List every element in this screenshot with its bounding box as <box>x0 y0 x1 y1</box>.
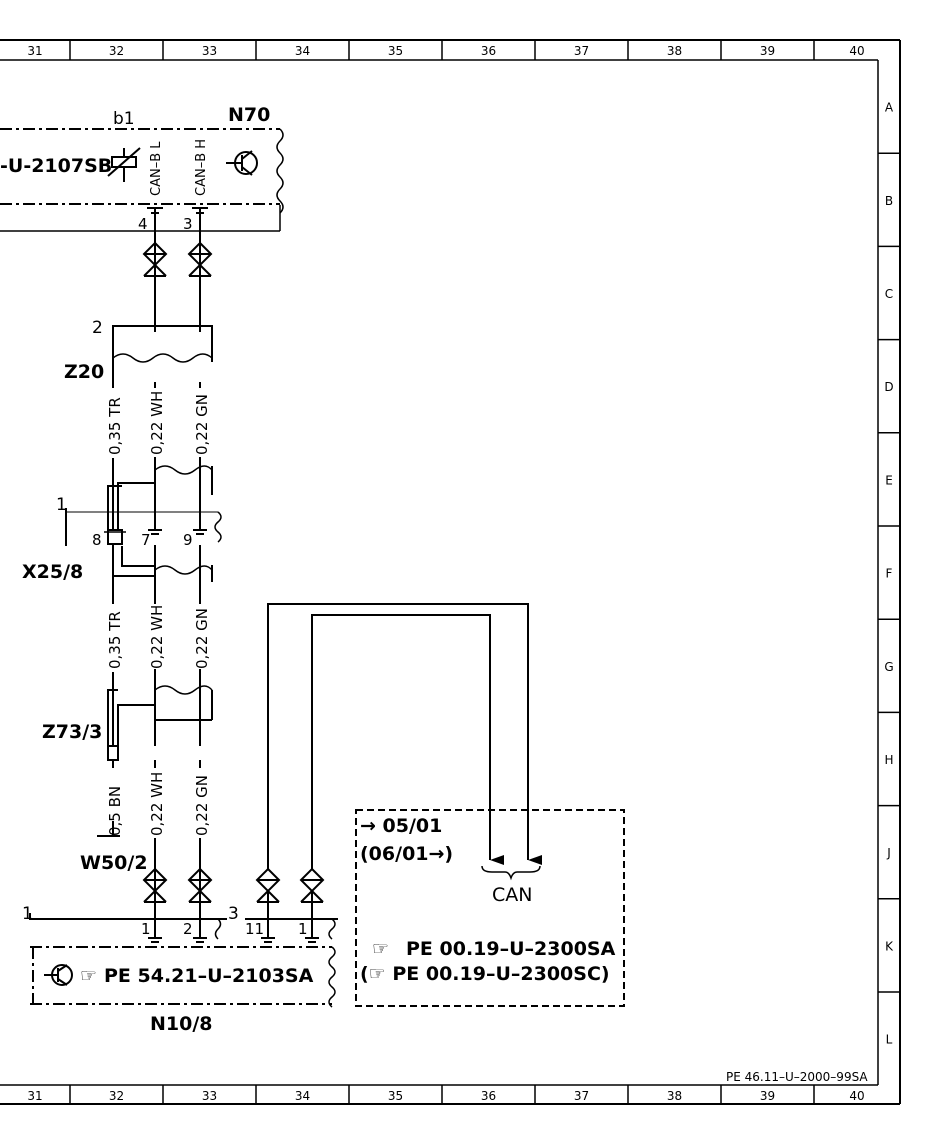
transistor-icon <box>226 150 258 176</box>
transistor-icon <box>44 964 73 986</box>
n10-8-pin-1b: 1 <box>298 920 308 938</box>
column-label-bottom-36: 36 <box>481 1089 496 1103</box>
column-label-bottom-33: 33 <box>202 1089 217 1103</box>
z73-3-splice <box>107 685 213 761</box>
column-label-top-40: 40 <box>849 44 864 58</box>
wire-label-seg3: 0,22 GN <box>193 775 211 836</box>
plug-connector-icon <box>143 264 167 277</box>
can-ref-1: PE 00.19–U–2300SA <box>406 938 616 960</box>
row-label-G: G <box>884 660 893 674</box>
n10-8-number-1: 1 <box>22 904 33 924</box>
column-label-bottom-31: 31 <box>27 1089 42 1103</box>
x25-8-pin-9: 9 <box>183 531 193 549</box>
n10-8-code: N10/8 <box>150 1013 213 1035</box>
column-header-top: 31 32 33 34 35 36 37 38 39 40 <box>27 40 865 60</box>
can-bus-wires <box>267 603 542 938</box>
row-label-F: F <box>886 567 893 581</box>
wire-label-seg3: 0,5 BN <box>106 786 124 836</box>
wire-label-seg2: 0,35 TR <box>106 611 124 669</box>
column-label-top-38: 38 <box>667 44 682 58</box>
row-label-B: B <box>885 194 893 208</box>
row-label-E: E <box>885 473 893 487</box>
n10-8-ref: PE 54.21–U–2103SA <box>104 965 314 987</box>
column-header-bottom: 31 32 33 34 35 36 37 38 39 40 <box>27 1085 865 1104</box>
x25-8-code: X25/8 <box>22 561 83 583</box>
plug-connectors <box>142 241 325 903</box>
can-bus-label: CAN <box>492 884 532 906</box>
z20-number: 2 <box>92 318 103 338</box>
n70-pin-3: 3 <box>183 215 193 233</box>
n70-ref: -U-2107SB <box>0 155 112 177</box>
wire-label-seg1: 0,22 GN <box>193 394 211 455</box>
potentiometer-icon <box>107 147 141 182</box>
n70-pin-name-right: CAN–B H <box>194 139 209 196</box>
n70-sub-b1: b1 <box>113 109 135 129</box>
row-label-H: H <box>884 753 893 767</box>
column-label-top-33: 33 <box>202 44 217 58</box>
column-label-bottom-40: 40 <box>849 1089 864 1103</box>
can-date-until: (06/01→) <box>360 843 453 865</box>
plug-connector-icon <box>188 264 212 277</box>
column-label-bottom-35: 35 <box>388 1089 403 1103</box>
row-label-J: J <box>886 846 891 860</box>
wire-label-seg2: 0,22 GN <box>193 608 211 669</box>
wire-label-seg2: 0,22 WH <box>148 605 166 669</box>
column-label-top-39: 39 <box>760 44 775 58</box>
wire-label-seg1: 0,35 TR <box>106 397 124 455</box>
row-label-L: L <box>886 1033 893 1047</box>
n70-pin-name-left: CAN–B L <box>149 141 164 196</box>
drawing-frame <box>0 39 901 1105</box>
row-labels: A B C D E F G H J K L <box>878 101 900 1047</box>
can-reference-box <box>355 809 625 1007</box>
z20-splice <box>112 325 213 382</box>
column-label-top-36: 36 <box>481 44 496 58</box>
plug-connector-icon <box>255 867 281 893</box>
can-ref-icon: ☞ <box>372 938 389 960</box>
z73-3-code: Z73/3 <box>42 721 102 743</box>
x25-8-number: 1 <box>56 495 67 515</box>
can-date-from: → 05/01 <box>360 815 442 837</box>
column-label-bottom-38: 38 <box>667 1089 682 1103</box>
n70-code: N70 <box>228 104 270 126</box>
column-label-top-32: 32 <box>109 44 124 58</box>
n10-8-unit <box>29 913 338 1008</box>
row-label-K: K <box>885 939 894 953</box>
can-ref-2: (☞ PE 00.19–U–2300SC) <box>360 963 610 985</box>
column-label-bottom-39: 39 <box>760 1089 775 1103</box>
x25-8-connector <box>65 465 222 582</box>
x25-8-pin-7: 7 <box>141 531 151 549</box>
plug-connector-icon <box>143 890 167 903</box>
wire-labels: 0,35 TR 0,22 WH 0,22 GN 0,35 TR 0,22 WH 0,22 … <box>106 391 211 836</box>
column-label-bottom-32: 32 <box>109 1089 124 1103</box>
column-label-top-37: 37 <box>574 44 589 58</box>
document-code: PE 46.11–U–2000–99SA <box>726 1070 868 1084</box>
n10-8-number-3: 3 <box>228 904 239 924</box>
column-label-bottom-34: 34 <box>295 1089 310 1103</box>
column-label-top-34: 34 <box>295 44 310 58</box>
n70-unit <box>0 128 284 232</box>
wire-label-seg3: 0,22 WH <box>148 772 166 836</box>
n70-pin-4: 4 <box>138 215 148 233</box>
row-label-A: A <box>885 101 894 115</box>
column-label-top-31: 31 <box>27 44 42 58</box>
plug-connector-icon <box>299 867 325 893</box>
wire-label-seg1: 0,22 WH <box>148 391 166 455</box>
column-label-bottom-37: 37 <box>574 1089 589 1103</box>
x25-8-pin-8: 8 <box>92 531 102 549</box>
n10-8-pin-1: 1 <box>141 920 151 938</box>
n10-8-pin-11: 11 <box>245 920 264 938</box>
z20-code: Z20 <box>64 361 104 383</box>
plug-connector-icon <box>188 890 212 903</box>
column-label-top-35: 35 <box>388 44 403 58</box>
n10-8-ref-icon: ☞ <box>80 965 97 987</box>
n70-pin-connectors <box>147 207 208 214</box>
w50-2-code: W50/2 <box>80 852 148 874</box>
row-label-D: D <box>884 380 893 394</box>
row-label-C: C <box>885 287 893 301</box>
n10-8-pin-2: 2 <box>183 920 193 938</box>
